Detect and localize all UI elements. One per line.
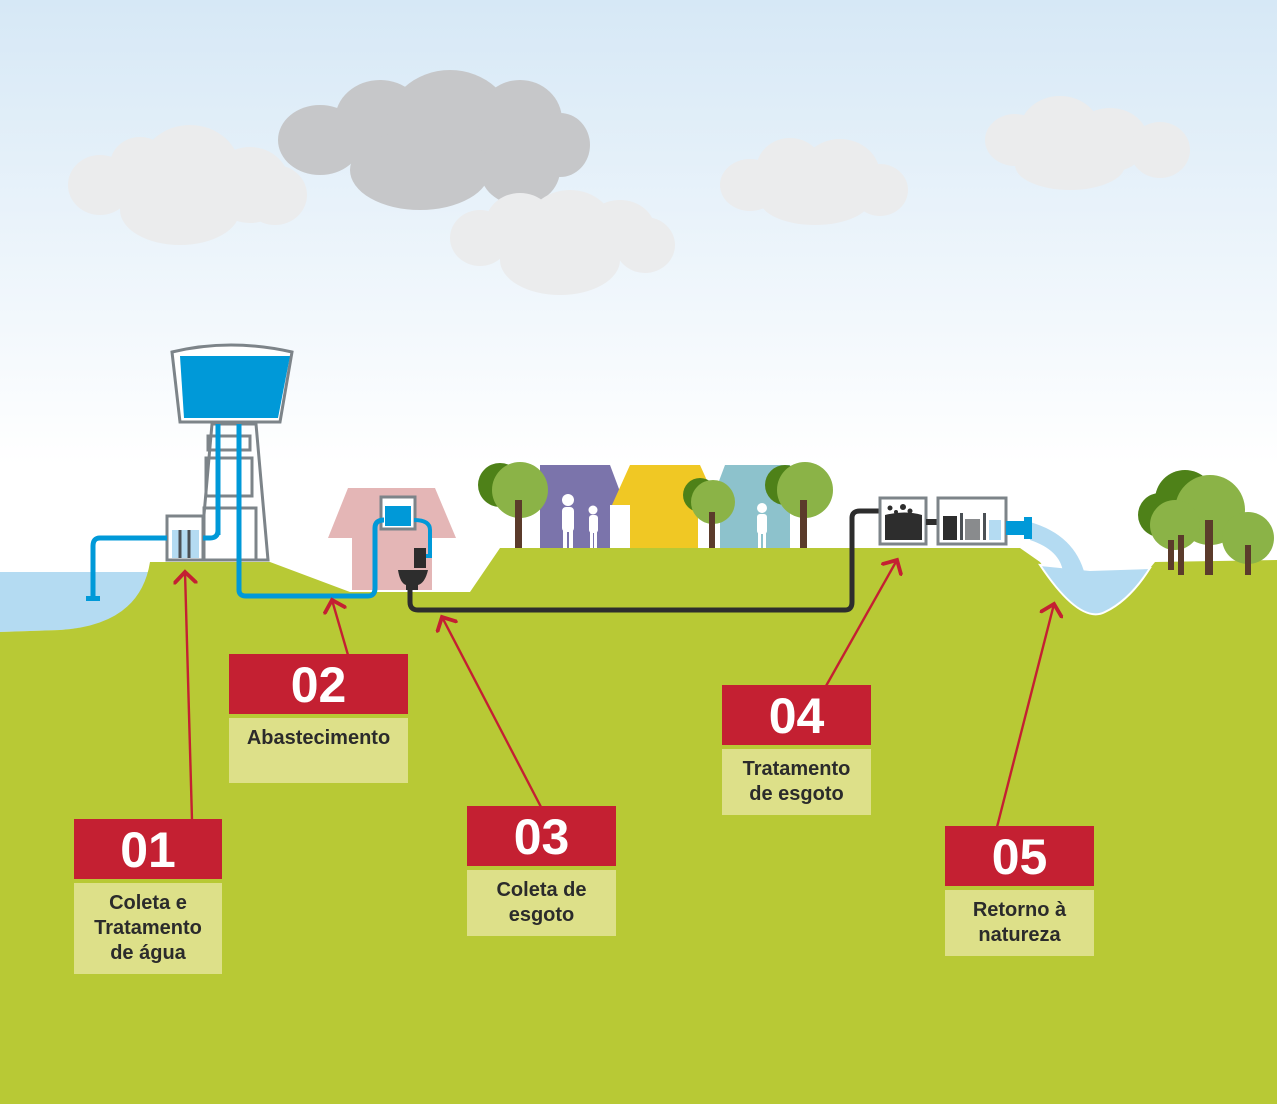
step-label: Coleta de esgoto: [467, 870, 616, 936]
step-02: 02 Abastecimento: [229, 654, 408, 783]
arrow-04: [824, 560, 897, 687]
step-05: 05 Retorno à natureza: [945, 826, 1094, 956]
outflow-stream: [1030, 522, 1085, 575]
people-icon: [562, 494, 767, 548]
toilet-icon: [414, 548, 426, 568]
step-04: 04 Tratamento de esgoto: [722, 685, 871, 815]
arrow-03: [442, 617, 543, 808]
step-number: 02: [229, 654, 408, 714]
cloud-white-left: [68, 125, 307, 245]
step-03: 03 Coleta de esgoto: [467, 806, 616, 936]
houses-row: [540, 465, 790, 548]
arrow-05: [995, 604, 1054, 828]
callout-arrows: [185, 560, 1054, 828]
tree: [683, 478, 735, 548]
house-pink: [328, 488, 456, 599]
river-right: [1037, 563, 1152, 616]
water-tower: [170, 343, 350, 599]
step-number: 05: [945, 826, 1094, 886]
step-number: 03: [467, 806, 616, 866]
step-number: 01: [74, 819, 222, 879]
water-treatment-filter: [86, 514, 221, 601]
arrow-01: [185, 572, 192, 821]
forest: [1138, 470, 1274, 575]
step-label: Coleta e Tratamento de água: [74, 883, 222, 974]
cloud-gray: [278, 70, 590, 210]
step-number: 04: [722, 685, 871, 745]
sewage-treatment-plant: [878, 496, 1032, 546]
tree: [765, 462, 833, 548]
cloud-white-center: [450, 190, 675, 295]
arrow-02: [332, 600, 350, 656]
step-label: Tratamento de esgoto: [722, 749, 871, 815]
cloud-white-mid-right: [720, 138, 908, 225]
sewage-pipe: [407, 508, 880, 613]
tree: [478, 462, 548, 548]
step-label: Retorno à natureza: [945, 890, 1094, 956]
step-label: Abastecimento: [229, 718, 408, 783]
cloud-white-right: [985, 96, 1190, 190]
step-01: 01 Coleta e Tratamento de água: [74, 819, 222, 974]
